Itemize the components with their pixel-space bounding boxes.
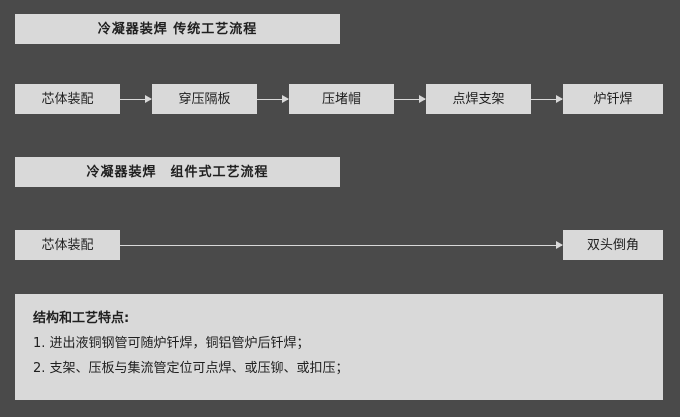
flow1-step-press-partition: 穿压隔板 bbox=[152, 84, 257, 114]
notes-item: 2. 支架、压板与集流管定位可点焊、或压铆、或扣压； bbox=[33, 360, 349, 376]
flow1-step-press-cap: 压堵帽 bbox=[289, 84, 394, 114]
arrow-right-icon bbox=[257, 95, 289, 103]
flow1-row: 芯体装配 穿压隔板 压堵帽 点焊支架 炉钎焊 bbox=[15, 84, 663, 114]
notes-panel: 结构和工艺特点: 1. 进出液铜钢管可随炉钎焊，铜铝管炉后钎焊； 2. 支架、压… bbox=[15, 294, 663, 400]
notes-title: 结构和工艺特点: bbox=[33, 311, 130, 326]
flow1-step-core-assembly: 芯体装配 bbox=[15, 84, 120, 114]
flow2-title: 冷凝器装焊 组件式工艺流程 bbox=[15, 157, 340, 187]
flow2-step-core-assembly: 芯体装配 bbox=[15, 230, 120, 260]
arrow-right-icon bbox=[120, 241, 563, 249]
arrow-right-icon bbox=[120, 95, 152, 103]
notes-item: 1. 进出液铜钢管可随炉钎焊，铜铝管炉后钎焊； bbox=[33, 336, 310, 351]
flow1-title: 冷凝器装焊 传统工艺流程 bbox=[15, 14, 340, 44]
arrow-right-icon bbox=[531, 95, 563, 103]
flow1-step-furnace-brazing: 炉钎焊 bbox=[563, 84, 663, 114]
arrow-right-icon bbox=[394, 95, 426, 103]
flow1-step-spot-weld-bracket: 点焊支架 bbox=[426, 84, 531, 114]
flow2-step-double-end-chamfer: 双头倒角 bbox=[563, 230, 663, 260]
flow2-row: 芯体装配 双头倒角 bbox=[15, 230, 663, 260]
